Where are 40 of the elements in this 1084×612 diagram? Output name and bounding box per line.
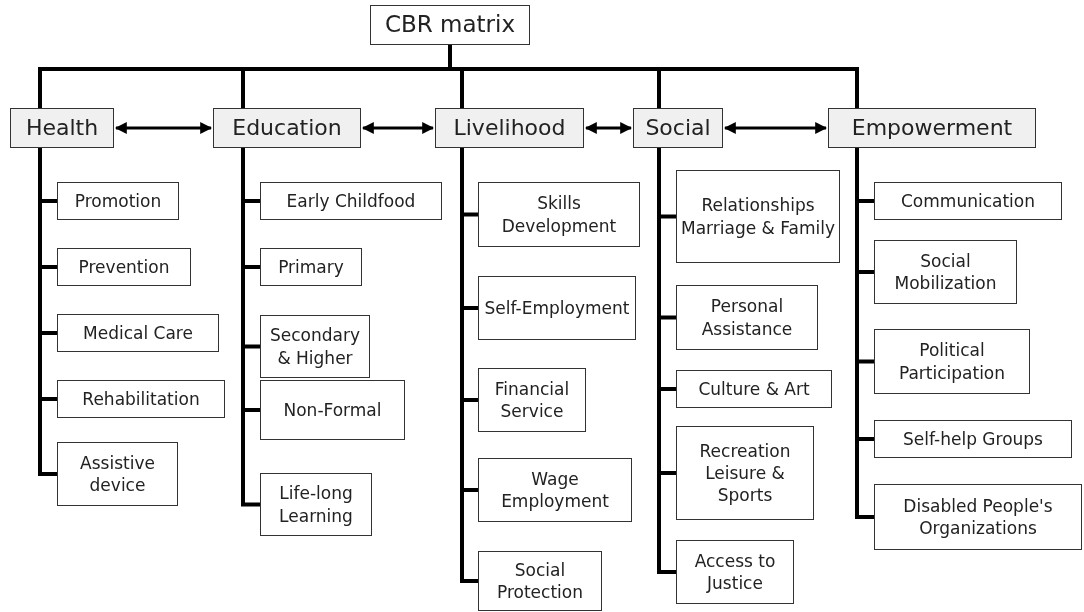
item-box: Self-Employment bbox=[478, 276, 636, 340]
arrow bbox=[114, 122, 213, 134]
root-box: CBR matrix bbox=[370, 5, 530, 45]
item-box: Communication bbox=[874, 182, 1062, 220]
item-box: Non-Formal bbox=[260, 380, 405, 440]
item-box: Medical Care bbox=[57, 314, 219, 352]
item-box: Wage Employment bbox=[478, 458, 632, 522]
item-box: Relationships Marriage & Family bbox=[676, 170, 840, 263]
category-box: Health bbox=[10, 108, 114, 148]
item-box: Access to Justice bbox=[676, 540, 794, 604]
arrow bbox=[584, 122, 633, 134]
item-box: Financial Service bbox=[478, 368, 586, 432]
connector-line bbox=[448, 45, 859, 108]
item-box: Social Protection bbox=[478, 551, 602, 611]
connector-line bbox=[460, 148, 478, 583]
item-box: Prevention bbox=[57, 248, 191, 286]
item-box: Disabled People's Organizations bbox=[874, 484, 1082, 550]
item-box: Social Mobilization bbox=[874, 240, 1017, 304]
category-box: Livelihood bbox=[435, 108, 584, 148]
category-box: Empowerment bbox=[828, 108, 1036, 148]
item-box: Assistive device bbox=[57, 442, 178, 506]
arrow bbox=[361, 122, 435, 134]
item-box: Self-help Groups bbox=[874, 420, 1072, 458]
item-box: Rehabilitation bbox=[57, 380, 225, 418]
item-box: Political Participation bbox=[874, 329, 1030, 394]
item-box: Early Childfood bbox=[260, 182, 442, 220]
connector-line bbox=[241, 148, 260, 507]
item-box: Recreation Leisure & Sports bbox=[676, 426, 814, 520]
item-box: Promotion bbox=[57, 182, 179, 220]
item-box: Life-long Learning bbox=[260, 473, 372, 536]
category-box: Education bbox=[213, 108, 361, 148]
item-box: Skills Development bbox=[478, 182, 640, 247]
item-box: Secondary & Higher bbox=[260, 315, 370, 378]
connector-line bbox=[855, 148, 874, 519]
arrow bbox=[723, 122, 828, 134]
item-box: Personal Assistance bbox=[676, 285, 818, 350]
item-box: Primary bbox=[260, 248, 362, 286]
item-box: Culture & Art bbox=[676, 370, 832, 408]
category-box: Social bbox=[633, 108, 723, 148]
connector-line bbox=[657, 148, 676, 574]
